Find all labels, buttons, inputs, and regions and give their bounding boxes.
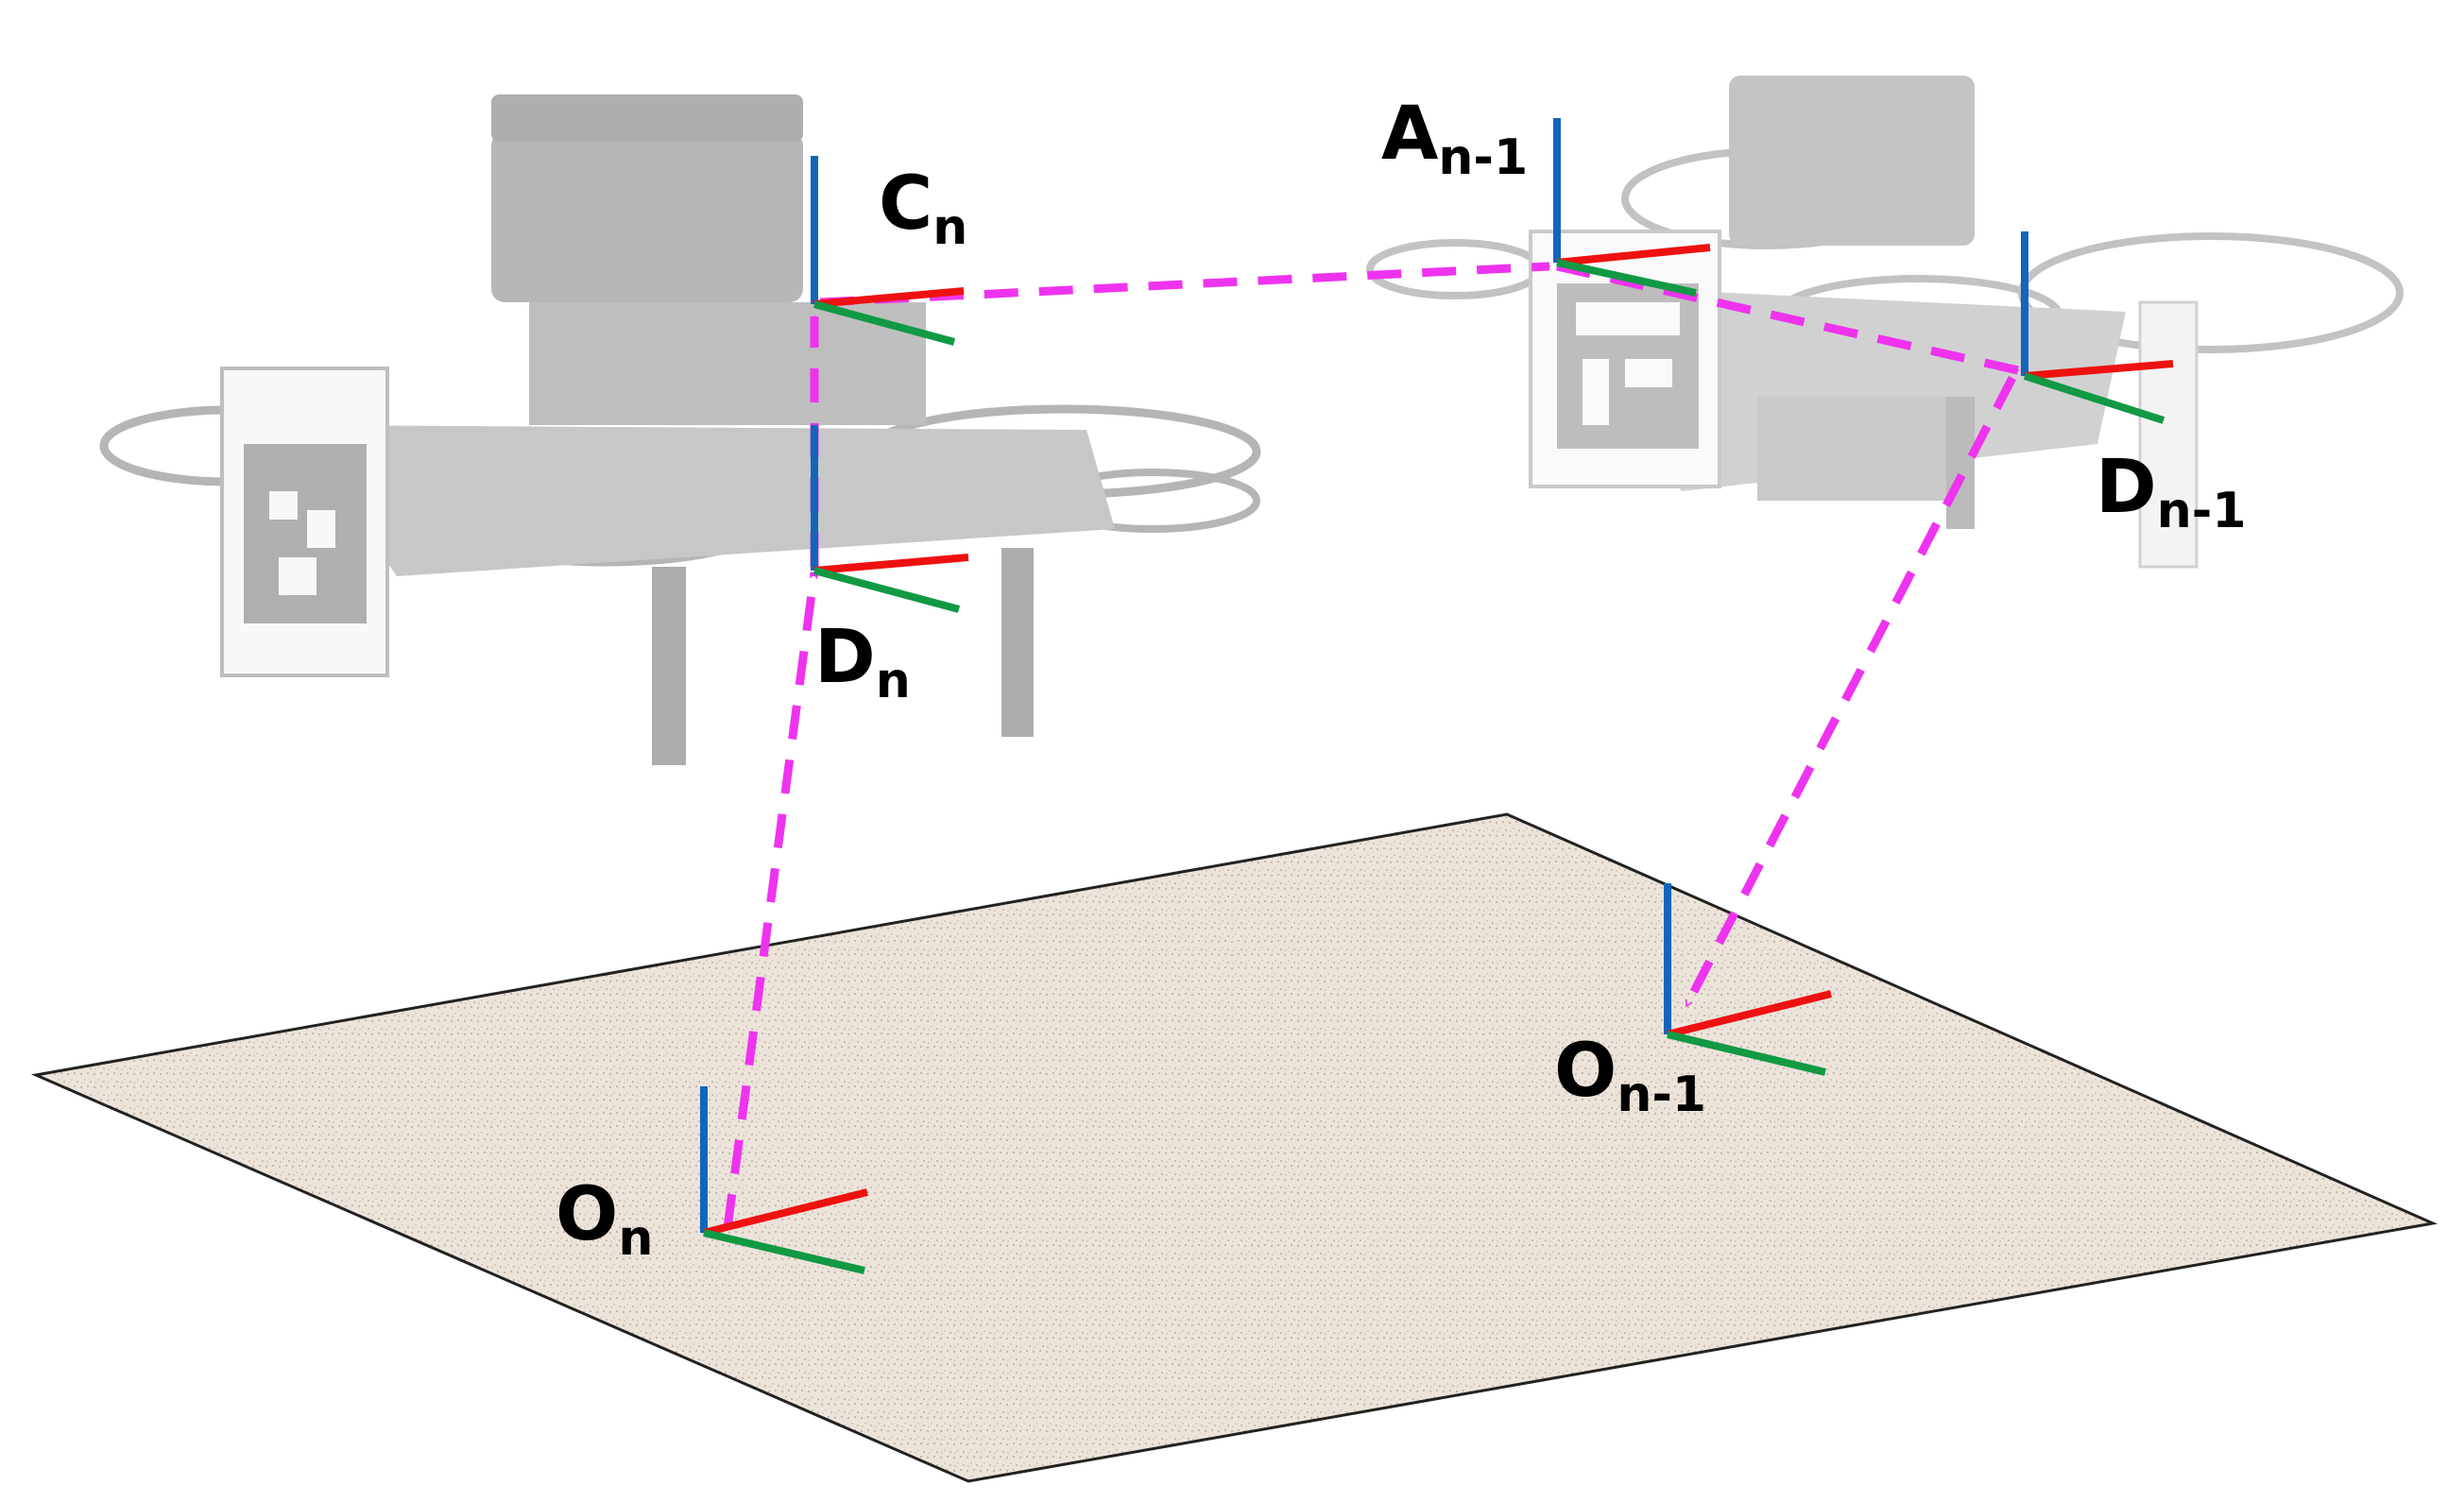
ground-plane	[30, 812, 2438, 1483]
arrow-on-to-dn	[723, 571, 819, 1229]
label-cn: Cn	[879, 162, 967, 256]
frame-on-axes	[700, 1086, 868, 1274]
frame-an1-axes	[1553, 118, 1711, 297]
label-dn: Dn	[814, 615, 911, 709]
label-on1: On-1	[1554, 1029, 1706, 1123]
arrow-an1-to-dn1	[1556, 262, 2020, 375]
frame-on1-axes	[1664, 883, 1832, 1076]
frame-dn1-axes	[2021, 231, 2174, 424]
frame-cn-axes	[811, 156, 965, 346]
arrow-dn1-to-on1	[1683, 375, 2016, 1009]
frame-dn-axes	[811, 425, 969, 613]
drone-right-icon	[1366, 76, 2404, 569]
label-dn1: Dn-1	[2096, 445, 2247, 539]
label-on: On	[556, 1172, 653, 1267]
label-an1: An-1	[1381, 92, 1528, 186]
drone-left-icon	[99, 94, 1261, 765]
